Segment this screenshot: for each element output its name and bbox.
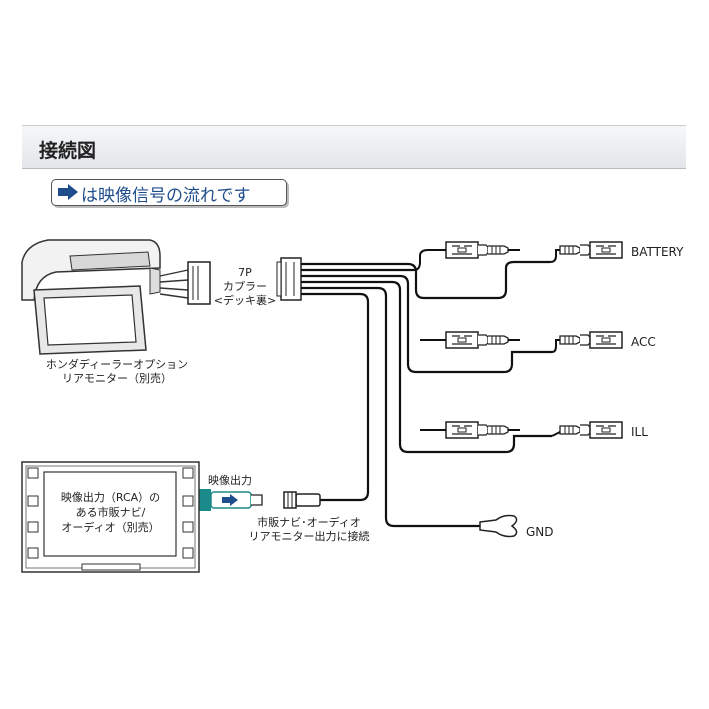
right-arrow-icon bbox=[58, 184, 78, 200]
acc-label: ACC bbox=[631, 335, 656, 349]
video-output-jack bbox=[199, 489, 263, 511]
navi-label-line1: 映像出力（RCA）の bbox=[60, 491, 161, 504]
video-output-label: 映像出力 bbox=[208, 474, 252, 487]
coupler-label-line3: <デッキ裏> bbox=[213, 294, 277, 307]
battery-connector bbox=[413, 241, 623, 271]
harness-wires bbox=[301, 260, 552, 528]
legend-box: は映像信号の流れです bbox=[51, 179, 287, 206]
coupler-7p bbox=[276, 257, 302, 301]
coupler-label: 7P カプラー <デッキ裏> bbox=[208, 266, 282, 308]
navi-unit-illustration bbox=[21, 461, 200, 573]
coupler-label-line1: 7P bbox=[238, 266, 252, 279]
navi-label: 映像出力（RCA）の ある市販ナビ/ オーディオ（別売） bbox=[48, 490, 173, 535]
monitor-label-line1: ホンダディーラーオプション bbox=[45, 358, 189, 371]
acc-connector bbox=[420, 331, 623, 353]
page-title: 接続図 bbox=[39, 140, 97, 162]
rca-label-line2: リアモニター出力に接続 bbox=[248, 530, 370, 543]
monitor-label-line2: リアモニター（別売） bbox=[62, 372, 172, 385]
ill-label: ILL bbox=[631, 425, 648, 439]
ill-connector bbox=[420, 421, 623, 439]
rca-label: 市販ナビ･オーディオ リアモニター出力に接続 bbox=[244, 516, 374, 544]
coupler-label-line2: カプラー bbox=[223, 280, 267, 293]
gnd-label: GND bbox=[526, 525, 554, 539]
rca-plug bbox=[283, 491, 321, 509]
section-header: 接続図 bbox=[22, 125, 686, 169]
rca-label-line1: 市販ナビ･オーディオ bbox=[257, 516, 361, 529]
battery-label: BATTERY bbox=[631, 245, 684, 259]
ground-terminal-icon bbox=[479, 514, 518, 538]
navi-label-line3: オーディオ（別売） bbox=[61, 521, 160, 534]
monitor-label: ホンダディーラーオプション リアモニター（別売） bbox=[34, 358, 200, 386]
rear-monitor-illustration bbox=[21, 239, 211, 355]
legend-text: は映像信号の流れです bbox=[81, 186, 251, 206]
navi-label-line2: ある市販ナビ/ bbox=[75, 506, 146, 519]
